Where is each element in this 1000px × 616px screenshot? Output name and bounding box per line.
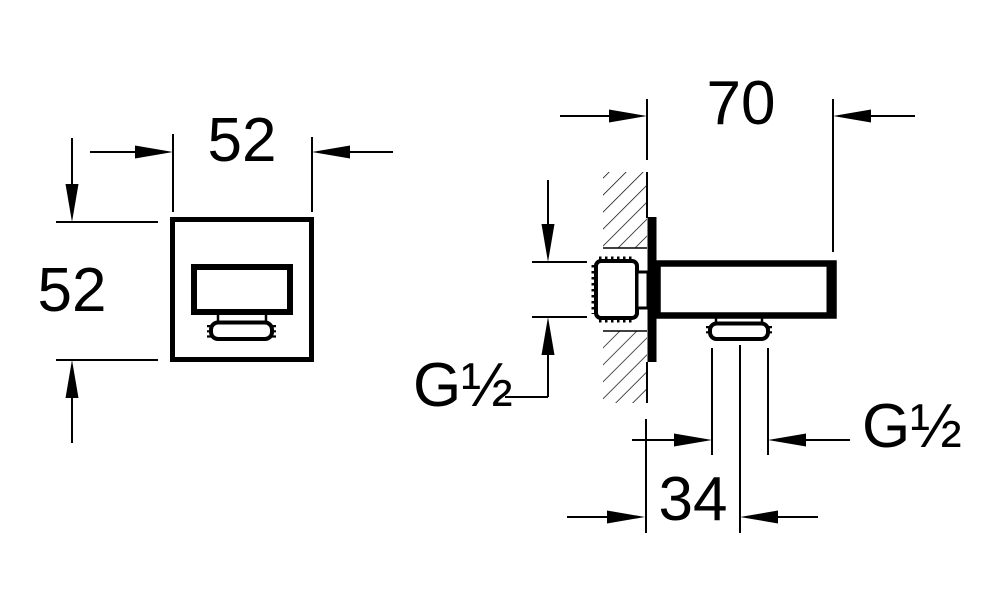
front-width-dimension <box>90 134 393 212</box>
front-height-dimension <box>56 138 158 443</box>
front-height-dim-text: 52 <box>38 256 107 325</box>
front-spout-body <box>191 264 293 315</box>
outlet-collar <box>708 321 770 341</box>
projection-dim-text: 70 <box>707 69 776 138</box>
wall-hatch-upper <box>603 172 647 248</box>
inlet-thread-dimension <box>505 180 587 398</box>
inlet-thread-label-text: G½ <box>413 351 513 420</box>
arrowhead-left <box>740 510 778 524</box>
arrowhead-left <box>833 109 871 123</box>
arrowhead-down <box>541 224 555 262</box>
outlet-thread-dimension <box>632 348 850 455</box>
arrowhead-left <box>768 433 806 447</box>
arrowhead-left <box>312 145 350 159</box>
arrowhead-right <box>607 510 645 524</box>
arrowhead-right <box>135 145 173 159</box>
front-view <box>170 217 314 362</box>
front-outlet-collar <box>209 320 274 341</box>
arrowhead-up <box>65 360 79 398</box>
wall-hatch-lower <box>603 331 647 403</box>
dimension-texts: 52 52 70 34 G½ G½ <box>38 69 962 534</box>
arrowhead-right <box>609 109 647 123</box>
arrowhead-up <box>541 317 555 355</box>
spout-tube <box>654 260 837 319</box>
inlet-knurled-body <box>594 259 639 320</box>
arrowhead-right <box>674 433 712 447</box>
filled-shapes <box>65 109 871 524</box>
arrowhead-down <box>65 184 79 222</box>
outlet-thread-label-text: G½ <box>862 392 962 461</box>
front-width-dim-text: 52 <box>208 106 277 175</box>
projection-dimension <box>560 99 915 252</box>
drawing-ink: 52 52 70 34 G½ G½ <box>38 69 962 534</box>
outlet-offset-dim-text: 34 <box>659 465 728 534</box>
inlet-neck <box>635 270 650 310</box>
side-view <box>591 172 837 403</box>
wall-flange-plate <box>647 217 657 362</box>
